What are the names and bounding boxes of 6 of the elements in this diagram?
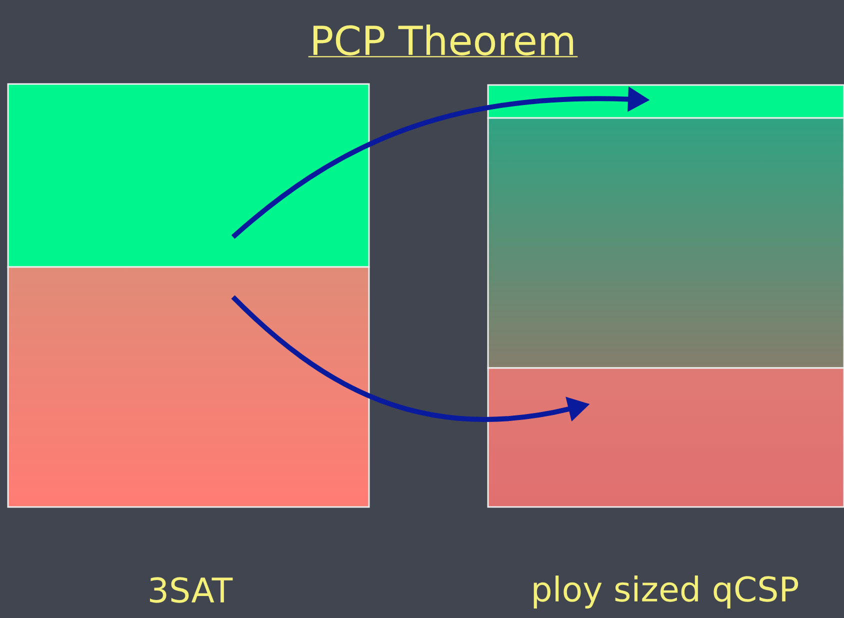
caption: ploy sized qCSP bbox=[534, 576, 798, 608]
box bbox=[7, 266, 370, 508]
box bbox=[487, 367, 844, 508]
caption: 3SAT bbox=[150, 577, 233, 603]
box bbox=[7, 83, 370, 268]
title: PCP Theorem bbox=[313, 24, 574, 56]
